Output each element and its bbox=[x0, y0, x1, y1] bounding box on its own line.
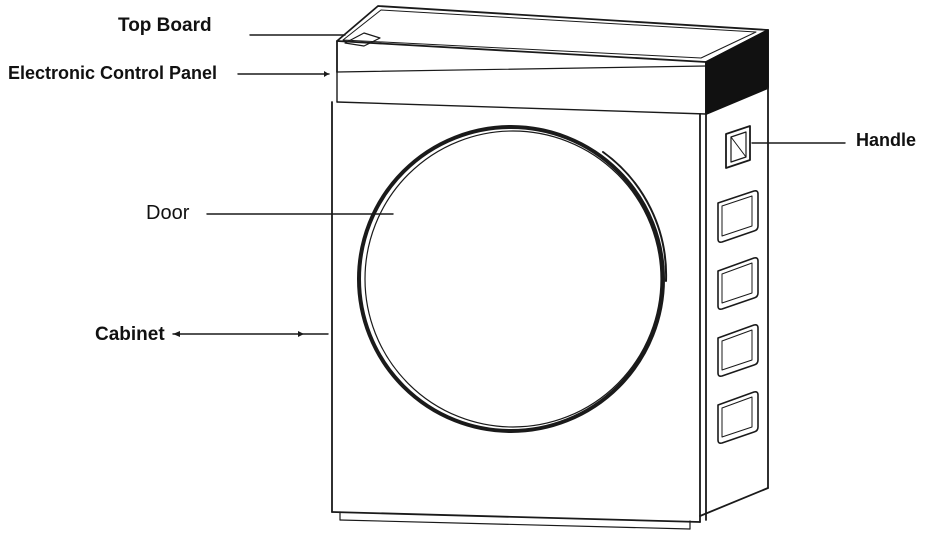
vent-2 bbox=[717, 257, 759, 310]
label-handle: Handle bbox=[856, 130, 917, 150]
cabinet-front bbox=[331, 101, 707, 530]
lid-knob-icon bbox=[344, 32, 381, 47]
control-panel-strip bbox=[336, 71, 717, 115]
label-electronic-control-panel: Electronic Control Panel bbox=[8, 63, 218, 83]
vent-4 bbox=[717, 391, 759, 444]
label-door: Door bbox=[146, 202, 190, 224]
side-handle bbox=[725, 125, 751, 169]
label-cabinet: Cabinet bbox=[95, 324, 165, 345]
side-wall bbox=[699, 29, 769, 517]
side-vents bbox=[717, 190, 759, 444]
top-board bbox=[336, 5, 769, 115]
vent-3 bbox=[717, 324, 759, 377]
vent-1 bbox=[717, 190, 759, 243]
leader-arrowheads bbox=[173, 71, 329, 337]
door bbox=[357, 125, 668, 433]
label-top-board: Top Board bbox=[118, 15, 212, 36]
